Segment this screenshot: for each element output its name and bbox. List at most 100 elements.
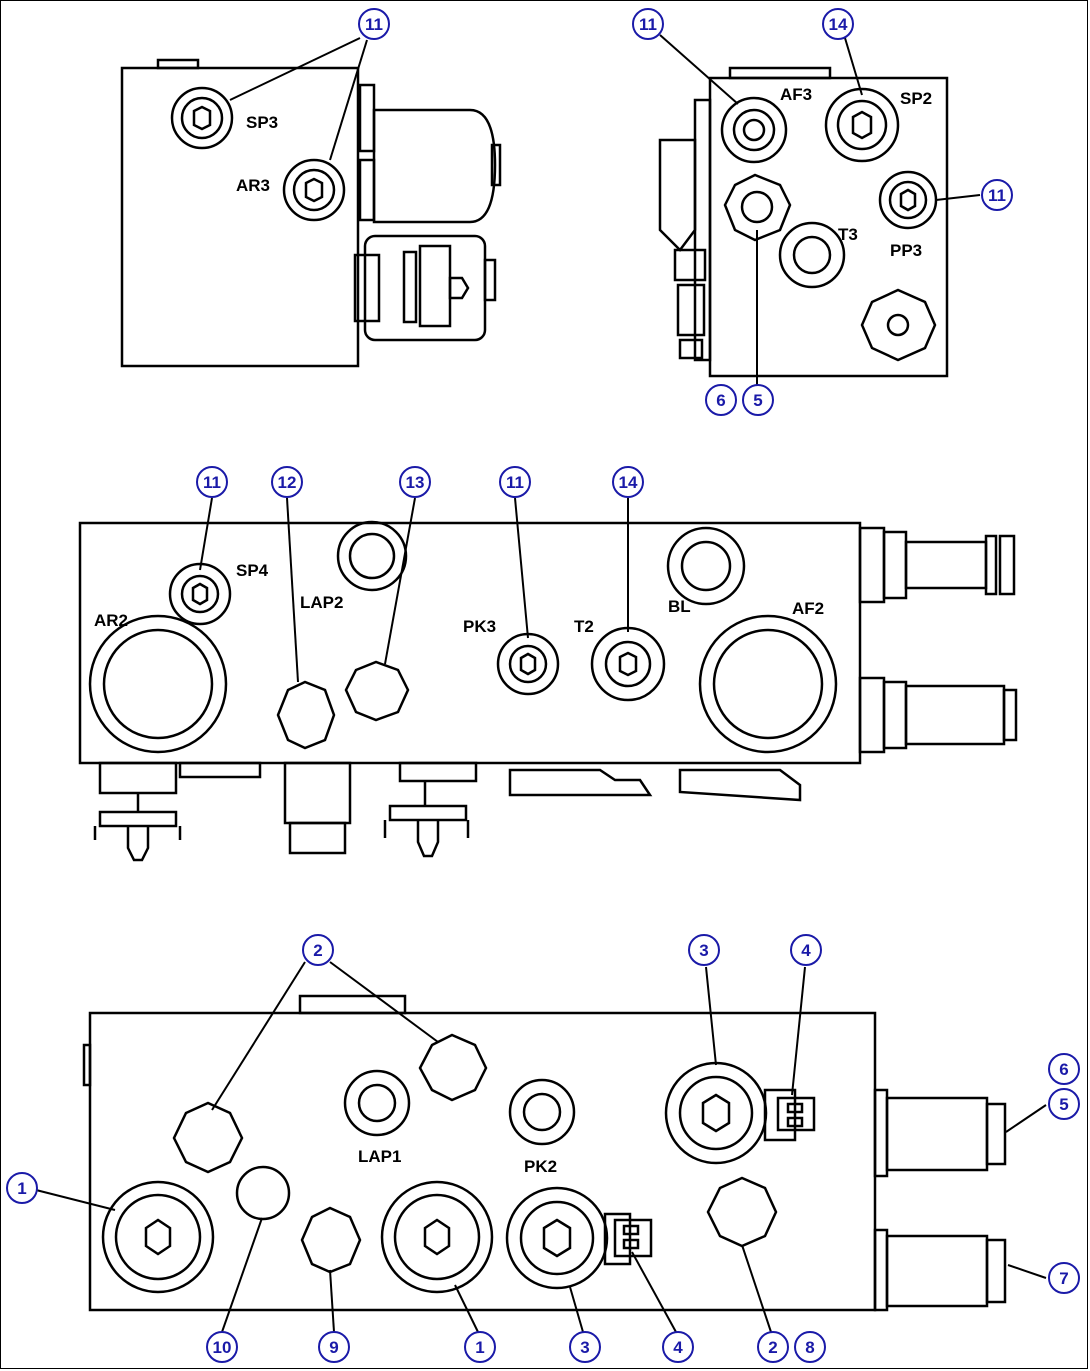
svg-text:1: 1 <box>17 1179 26 1198</box>
svg-text:11: 11 <box>506 473 524 492</box>
svg-text:11: 11 <box>203 473 221 492</box>
port-pk3 <box>496 632 560 696</box>
valve-body-bottom <box>88 1011 877 1312</box>
port-1-left <box>101 1180 215 1294</box>
port-t2 <box>590 626 666 702</box>
port-lap1 <box>343 1069 411 1137</box>
plug-2-left <box>172 1101 244 1174</box>
label-ar3: AR3 <box>236 176 270 195</box>
plug-top-right <box>723 173 792 242</box>
top-left-view <box>120 58 502 368</box>
label-af2: AF2 <box>792 599 824 618</box>
svg-text:4: 4 <box>673 1338 683 1357</box>
callout: 1 <box>6 1172 38 1204</box>
plug-2-right <box>706 1176 778 1248</box>
label-sp3: SP3 <box>246 113 278 132</box>
plug-9 <box>300 1206 362 1274</box>
callout: 5 <box>1048 1088 1080 1120</box>
port-labels: SP3 AR3 AF3 SP2 T3 PP3 SP4 AR2 LAP2 PK3 … <box>94 85 932 1176</box>
svg-text:1: 1 <box>475 1338 484 1357</box>
svg-text:12: 12 <box>278 473 297 492</box>
port-ar2 <box>88 614 228 754</box>
svg-text:5: 5 <box>753 391 762 410</box>
plug-13 <box>344 660 410 722</box>
port-sp2 <box>824 87 900 163</box>
plug-lower-right <box>860 288 937 362</box>
svg-text:14: 14 <box>619 473 638 492</box>
callout: 9 <box>318 1331 350 1363</box>
label-bl: BL <box>668 597 691 616</box>
svg-text:8: 8 <box>805 1338 814 1357</box>
bottom-view <box>82 994 1007 1312</box>
label-sp4: SP4 <box>236 561 269 580</box>
label-ar2: AR2 <box>94 611 128 630</box>
svg-text:3: 3 <box>699 941 708 960</box>
label-sp2: SP2 <box>900 89 932 108</box>
svg-text:13: 13 <box>406 473 425 492</box>
callout: 11 <box>499 466 531 498</box>
label-pk2: PK2 <box>524 1157 557 1176</box>
callout: 7 <box>1048 1262 1080 1294</box>
port-af3 <box>720 96 788 164</box>
port-pk2 <box>508 1078 576 1146</box>
svg-text:2: 2 <box>768 1338 777 1357</box>
label-pk3: PK3 <box>463 617 496 636</box>
svg-text:3: 3 <box>580 1338 589 1357</box>
svg-text:4: 4 <box>801 941 811 960</box>
callout: 3 <box>688 934 720 966</box>
port-sp4 <box>168 562 232 626</box>
top-right-view <box>658 66 949 378</box>
svg-text:11: 11 <box>365 15 383 34</box>
port-af2 <box>698 614 838 754</box>
port-middle-upper-right <box>666 526 746 606</box>
callout: 4 <box>662 1331 694 1363</box>
svg-text:11: 11 <box>988 186 1006 205</box>
svg-text:7: 7 <box>1059 1269 1068 1288</box>
leader-lines <box>35 34 1047 1333</box>
plug-lap2 <box>276 680 336 750</box>
callout: 2 <box>757 1331 789 1363</box>
port-sp3 <box>170 86 234 150</box>
plug-10 <box>235 1165 291 1221</box>
callout: 1 <box>464 1331 496 1363</box>
callout: 14 <box>822 8 854 40</box>
callouts: 11 11 14 11 6 5 11 12 13 11 14 2 3 4 6 5… <box>6 8 1080 1363</box>
label-lap1: LAP1 <box>358 1147 401 1166</box>
callout: 12 <box>271 466 303 498</box>
callout: 10 <box>206 1331 238 1363</box>
svg-text:6: 6 <box>1059 1060 1068 1079</box>
port-ar3 <box>282 158 346 222</box>
port-1-right <box>380 1180 494 1294</box>
port-t3 <box>778 221 846 289</box>
svg-text:10: 10 <box>213 1338 232 1357</box>
callout: 14 <box>612 466 644 498</box>
label-af3: AF3 <box>780 85 812 104</box>
plug-2-top <box>418 1033 488 1102</box>
callout: 11 <box>981 179 1013 211</box>
svg-text:6: 6 <box>716 391 725 410</box>
svg-text:2: 2 <box>313 941 322 960</box>
solenoid-3-bottom <box>505 1186 653 1290</box>
label-pp3: PP3 <box>890 241 922 260</box>
svg-text:11: 11 <box>639 15 657 34</box>
callout: 8 <box>794 1331 826 1363</box>
callout: 5 <box>742 384 774 416</box>
callout: 2 <box>302 934 334 966</box>
callout: 6 <box>705 384 737 416</box>
label-t2: T2 <box>574 617 594 636</box>
callout: 11 <box>632 8 664 40</box>
valve-body-top-left <box>120 66 360 368</box>
solenoid-3-top <box>664 1061 816 1165</box>
callout: 11 <box>358 8 390 40</box>
port-pp3 <box>878 170 938 230</box>
label-lap2: LAP2 <box>300 593 343 612</box>
middle-view <box>78 520 1018 862</box>
svg-text:9: 9 <box>329 1338 338 1357</box>
svg-text:14: 14 <box>829 15 848 34</box>
callout: 3 <box>569 1331 601 1363</box>
callout: 11 <box>196 466 228 498</box>
callout: 6 <box>1048 1053 1080 1085</box>
label-t3: T3 <box>838 225 858 244</box>
